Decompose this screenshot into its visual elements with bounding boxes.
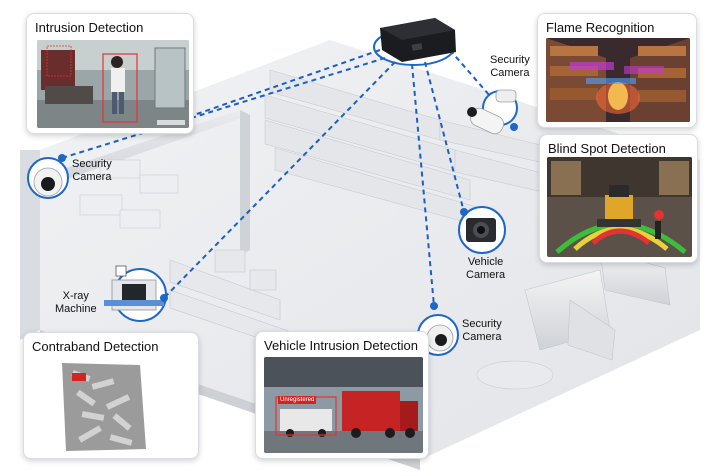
xray-machine-device bbox=[104, 265, 168, 322]
link-to-intrusion-card bbox=[193, 49, 381, 116]
link-to-security-camera-top-right bbox=[449, 49, 491, 97]
intrusion-detection-image bbox=[37, 40, 189, 128]
card-title: Contraband Detection bbox=[32, 339, 159, 354]
shelving-rows bbox=[264, 69, 561, 227]
card-blind-spot-detection: Blind Spot Detection bbox=[539, 134, 698, 263]
link-to-vehicle-camera bbox=[424, 61, 465, 213]
link-to-security-camera-bottom bbox=[411, 63, 435, 307]
contraband-detection-image bbox=[32, 359, 192, 454]
vehicle-camera-device bbox=[458, 206, 506, 254]
connection-lines bbox=[61, 49, 491, 307]
flame-recognition-image bbox=[546, 38, 690, 122]
card-title: Blind Spot Detection bbox=[548, 141, 666, 156]
security-camera-top-right bbox=[467, 89, 518, 135]
office-desks bbox=[79, 159, 179, 229]
link-to-security-camera-left bbox=[61, 57, 386, 159]
card-title: Vehicle Intrusion Detection bbox=[264, 338, 418, 353]
building-wall-left bbox=[20, 150, 40, 340]
link-to-xray-machine bbox=[163, 61, 396, 299]
card-title: Intrusion Detection bbox=[35, 20, 144, 35]
card-intrusion-detection: Intrusion Detection bbox=[26, 13, 194, 134]
card-contraband-detection: Contraband Detection bbox=[23, 332, 199, 459]
card-title: Flame Recognition bbox=[546, 20, 655, 35]
unregistered-tag: Unregistered bbox=[278, 396, 317, 404]
security-camera-left bbox=[27, 154, 69, 199]
blind-spot-detection-image bbox=[547, 157, 692, 257]
loading-trucks bbox=[476, 249, 671, 390]
vehicle-intrusion-detection-image bbox=[264, 357, 423, 453]
card-flame-recognition: Flame Recognition bbox=[537, 13, 697, 128]
mobile-dvr-recorder bbox=[373, 18, 456, 66]
card-vehicle-intrusion-detection: Vehicle Intrusion Detection Unregistered bbox=[255, 331, 429, 459]
